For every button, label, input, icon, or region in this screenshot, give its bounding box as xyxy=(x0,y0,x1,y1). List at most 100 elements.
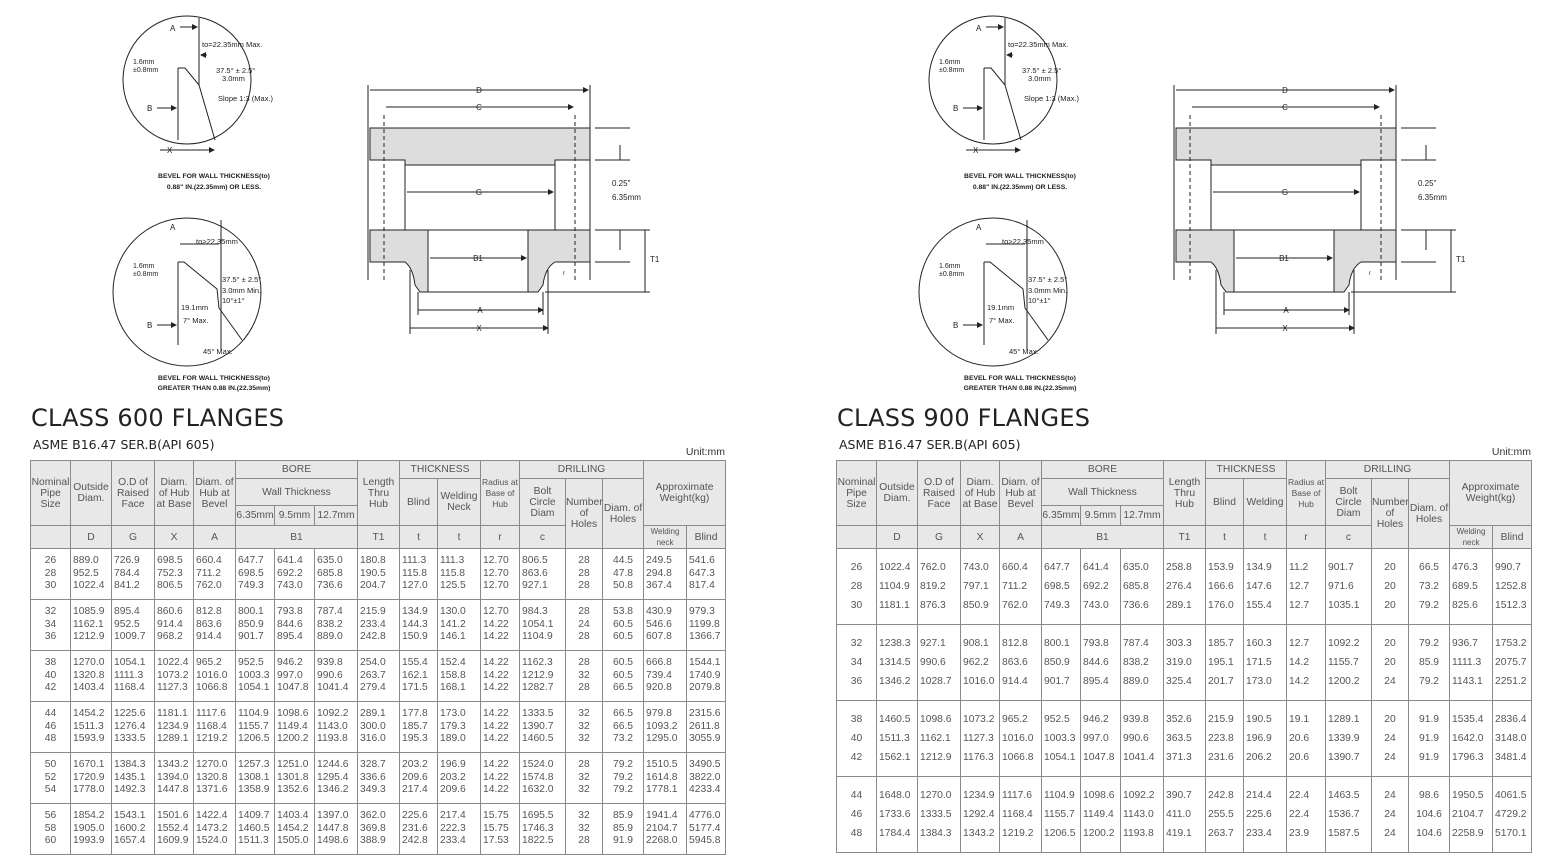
cell-value: 3822.0 xyxy=(689,771,721,783)
cell-value: 1035.1 xyxy=(1328,600,1360,611)
cell-value: 2268.0 xyxy=(646,835,678,847)
cell-value: 14.22 xyxy=(483,656,509,668)
cell-value: 115.8 xyxy=(440,567,466,579)
cell-value: 800.1 xyxy=(1044,638,1070,649)
cell-value: 179.3 xyxy=(440,720,466,732)
cell-value: 1270.0 xyxy=(73,656,105,668)
cell-value: 1155.7 xyxy=(1044,809,1075,820)
cell-value: 1200.2 xyxy=(277,733,309,745)
cell-value: 289.1 xyxy=(1166,600,1192,611)
cell-value: 231.6 xyxy=(1208,752,1234,763)
cell-value: 1022.4 xyxy=(157,656,189,668)
diagram-label: A xyxy=(976,24,982,33)
cell-value: 130.0 xyxy=(440,605,466,617)
cell-value: 146.1 xyxy=(440,631,466,643)
cell-value: 104.6 xyxy=(1416,809,1442,820)
cell-value: 203.2 xyxy=(440,771,466,783)
cell-value: 166.6 xyxy=(1208,581,1234,592)
cell-value: 91.9 xyxy=(1418,752,1440,763)
cell-value: 1016.0 xyxy=(1002,733,1034,744)
cell-value: 1993.9 xyxy=(73,835,105,847)
diagram-label: T1 xyxy=(1456,255,1466,264)
column-header: Wall Thickness xyxy=(235,478,358,506)
cell-value: 838.2 xyxy=(317,618,343,630)
cell-value: 641.4 xyxy=(277,554,303,566)
cell-value: 173.0 xyxy=(440,707,466,719)
column-header: Number of Holes xyxy=(1371,478,1409,549)
cell-value: 1498.6 xyxy=(317,835,349,847)
column-header: O.D of Raised Face xyxy=(111,460,155,526)
cell-value: 222.3 xyxy=(440,822,466,834)
cell-value: 1252.8 xyxy=(1495,581,1527,592)
cell-value: 38 xyxy=(44,656,57,668)
cell-value: 1168.4 xyxy=(1002,809,1033,820)
symbol-header: G xyxy=(917,525,961,549)
cell-value: 1066.8 xyxy=(1002,752,1034,763)
cell-value: 28 xyxy=(578,656,590,668)
column-header: 12.7mm xyxy=(314,505,358,526)
cell-value: 1535.4 xyxy=(1452,714,1484,725)
cell-value: 1292.4 xyxy=(963,809,995,820)
cell-value: 206.2 xyxy=(1246,752,1272,763)
cell-value: 1492.3 xyxy=(114,784,146,796)
diagram-label: A xyxy=(976,223,982,232)
cell-value: 12.7 xyxy=(1289,600,1310,611)
cell-value: 1670.1 xyxy=(73,758,105,770)
page-title: CLASS 600 FLANGES xyxy=(31,404,285,432)
cell-value: 325.4 xyxy=(1166,676,1192,687)
cell-value: 24 xyxy=(1384,676,1396,687)
cell-value: 1695.5 xyxy=(522,809,554,821)
cell-value: 367.4 xyxy=(646,580,672,592)
cell-value: 914.4 xyxy=(196,631,222,643)
cell-value: 104.6 xyxy=(1416,828,1442,839)
symbol-header: T1 xyxy=(1163,525,1206,549)
cell-value: 223.8 xyxy=(1208,733,1234,744)
cell-value: 685.8 xyxy=(317,567,343,579)
cell-value: 28 xyxy=(578,758,590,770)
column-header: Welding Neck xyxy=(437,478,481,526)
cell-value: 1371.6 xyxy=(196,784,228,796)
diagram-caption: 0.88" IN.(22.35mm) OR LESS. xyxy=(167,184,261,191)
cell-value: 1384.3 xyxy=(920,828,952,839)
cell-value: 328.7 xyxy=(360,758,386,770)
cell-value: 217.4 xyxy=(402,784,428,796)
cell-value: 1149.4 xyxy=(277,720,308,732)
diagram-label: C xyxy=(476,103,482,112)
diagram-label: X xyxy=(167,146,173,155)
column-header: Number of Holes xyxy=(565,478,603,549)
diagram-label: 6.35mm xyxy=(1418,193,1447,202)
cell-value: 127.0 xyxy=(402,580,428,592)
cell-value: 58 xyxy=(44,822,57,834)
unit-label: Unit:mm xyxy=(1491,446,1531,458)
cell-value: 1098.6 xyxy=(920,714,952,725)
column-header: Nominal Pipe Size xyxy=(30,460,71,526)
cell-value: 79.2 xyxy=(1418,600,1440,611)
cell-value: 40 xyxy=(44,669,57,681)
cell-value: 1225.6 xyxy=(114,707,146,719)
diagram-label: Slope 1:3 (Max.) xyxy=(1024,94,1080,103)
